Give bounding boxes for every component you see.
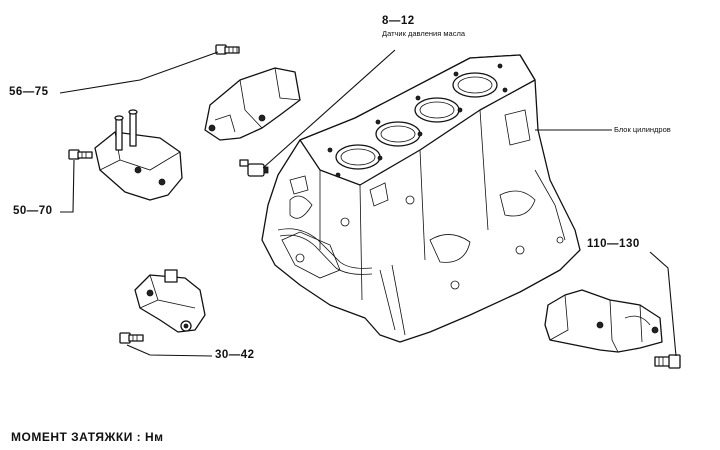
torque-label-right-mount: 110—130 [587,238,640,250]
torque-label-left-mount: 50—70 [13,205,53,217]
oil-pressure-sender [239,159,269,177]
top-bracket [204,67,301,141]
right-mount-bracket [544,289,663,353]
right-mount-bolt [654,354,681,369]
cylinder-block [261,54,581,343]
torque-label-top-bracket: 56—75 [9,86,49,98]
torque-label-bottom-mount: 30—42 [215,349,255,361]
bottom-mount-bracket [134,269,206,333]
torque-units-caption: МОМЕНТ ЗАТЯЖКИ : Нм [11,430,164,444]
oil-pressure-sender-label: Датчик давления масла [382,29,465,38]
torque-label-sender: 8—12 [382,15,415,27]
left-mount-bracket [94,109,183,201]
bottom-mount-bolt [119,332,144,344]
top-bracket-bolt [215,44,240,55]
leader-lines [59,49,677,357]
cylinder-block-label: Блок цилиндров [614,125,671,134]
left-mount-bolt [68,149,93,160]
